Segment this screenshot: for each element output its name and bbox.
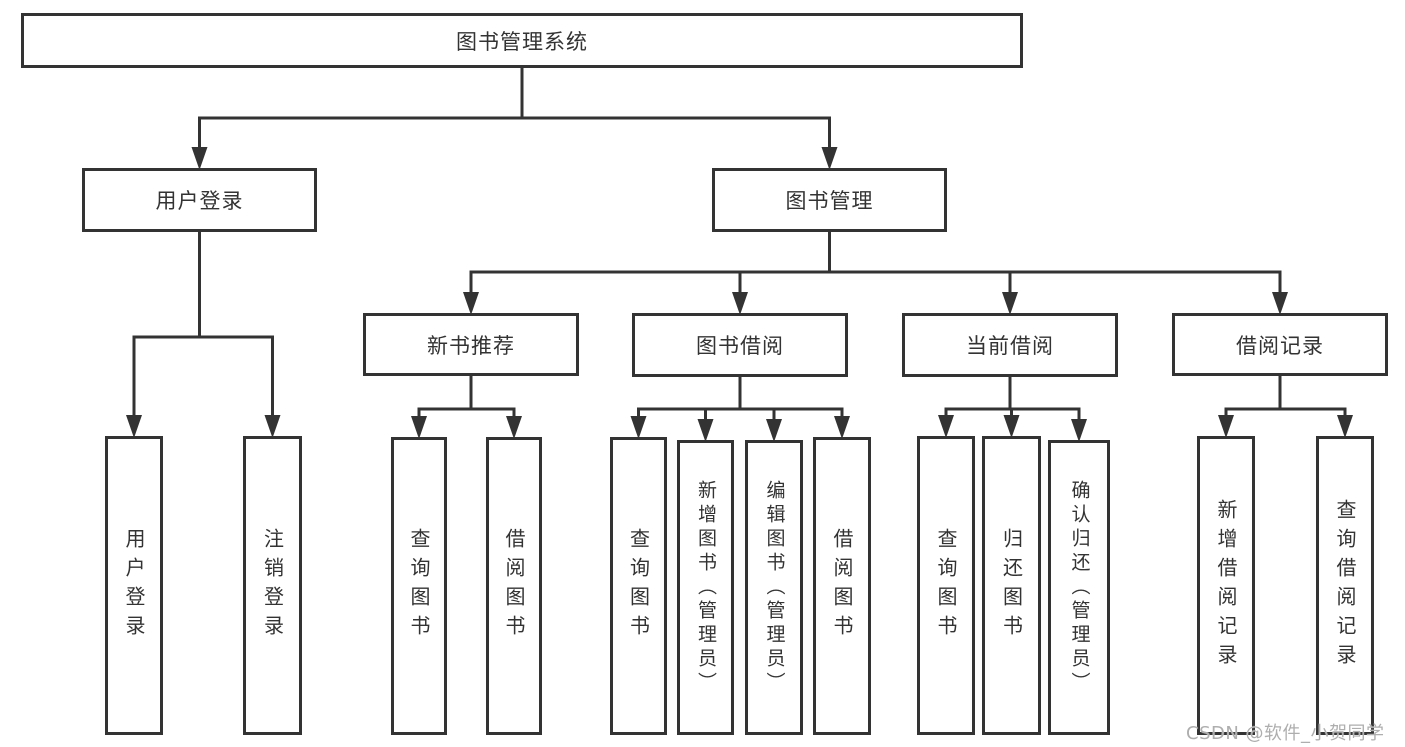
node-root: 图书管理系统 [21,13,1023,68]
node-label: 注销登录 [260,527,285,644]
node-cb-confirm: 确认归还（管理员） [1048,440,1110,735]
node-rec-query: 查询图书 [391,437,447,735]
node-bb-borrow: 借阅图书 [813,437,871,735]
node-rec-borrow: 借阅图书 [486,437,542,735]
watermark-text: CSDN @软件_小贺同学 [1186,723,1385,744]
node-current-borrow: 当前借阅 [902,313,1118,377]
node-bb-query: 查询图书 [610,437,667,735]
node-label: 查询借阅记录 [1333,498,1357,673]
node-bb-edit: 编辑图书（管理员） [745,440,803,735]
node-bb-add: 新增图书（管理员） [677,440,734,735]
node-label: 查询图书 [407,528,431,644]
node-label: 编辑图书（管理员） [763,479,786,696]
node-book-borrow: 图书借阅 [632,313,848,377]
node-label: 用户登录 [122,527,146,644]
node-label: 借阅记录 [1236,333,1324,358]
node-label: 借阅图书 [502,528,526,644]
node-br-query: 查询借阅记录 [1316,436,1374,735]
node-new-book-rec: 新书推荐 [363,313,579,376]
node-label: 新增借阅记录 [1214,498,1238,673]
node-user-login: 用户登录 [82,168,317,232]
node-label: 当前借阅 [966,334,1054,358]
node-label: 确认归还（管理员） [1068,479,1091,696]
node-label: 新书推荐 [427,333,515,358]
node-login-do: 用户登录 [105,436,163,735]
node-cb-return: 归还图书 [982,436,1041,735]
node-label: 新增图书（管理员） [695,479,717,696]
node-borrow-records: 借阅记录 [1172,313,1388,376]
node-label: 归还图书 [999,527,1024,644]
node-login-out: 注销登录 [243,436,302,735]
node-label: 图书管理系统 [456,29,588,54]
node-cb-query: 查询图书 [917,436,975,735]
node-label: 查询图书 [934,527,958,644]
node-book-mgmt: 图书管理 [712,168,947,232]
node-label: 用户登录 [155,189,244,213]
node-label: 图书管理 [785,189,874,213]
node-label: 查询图书 [626,528,651,644]
node-label: 图书借阅 [696,334,784,358]
node-label: 借阅图书 [830,528,854,644]
node-br-add: 新增借阅记录 [1197,436,1255,735]
